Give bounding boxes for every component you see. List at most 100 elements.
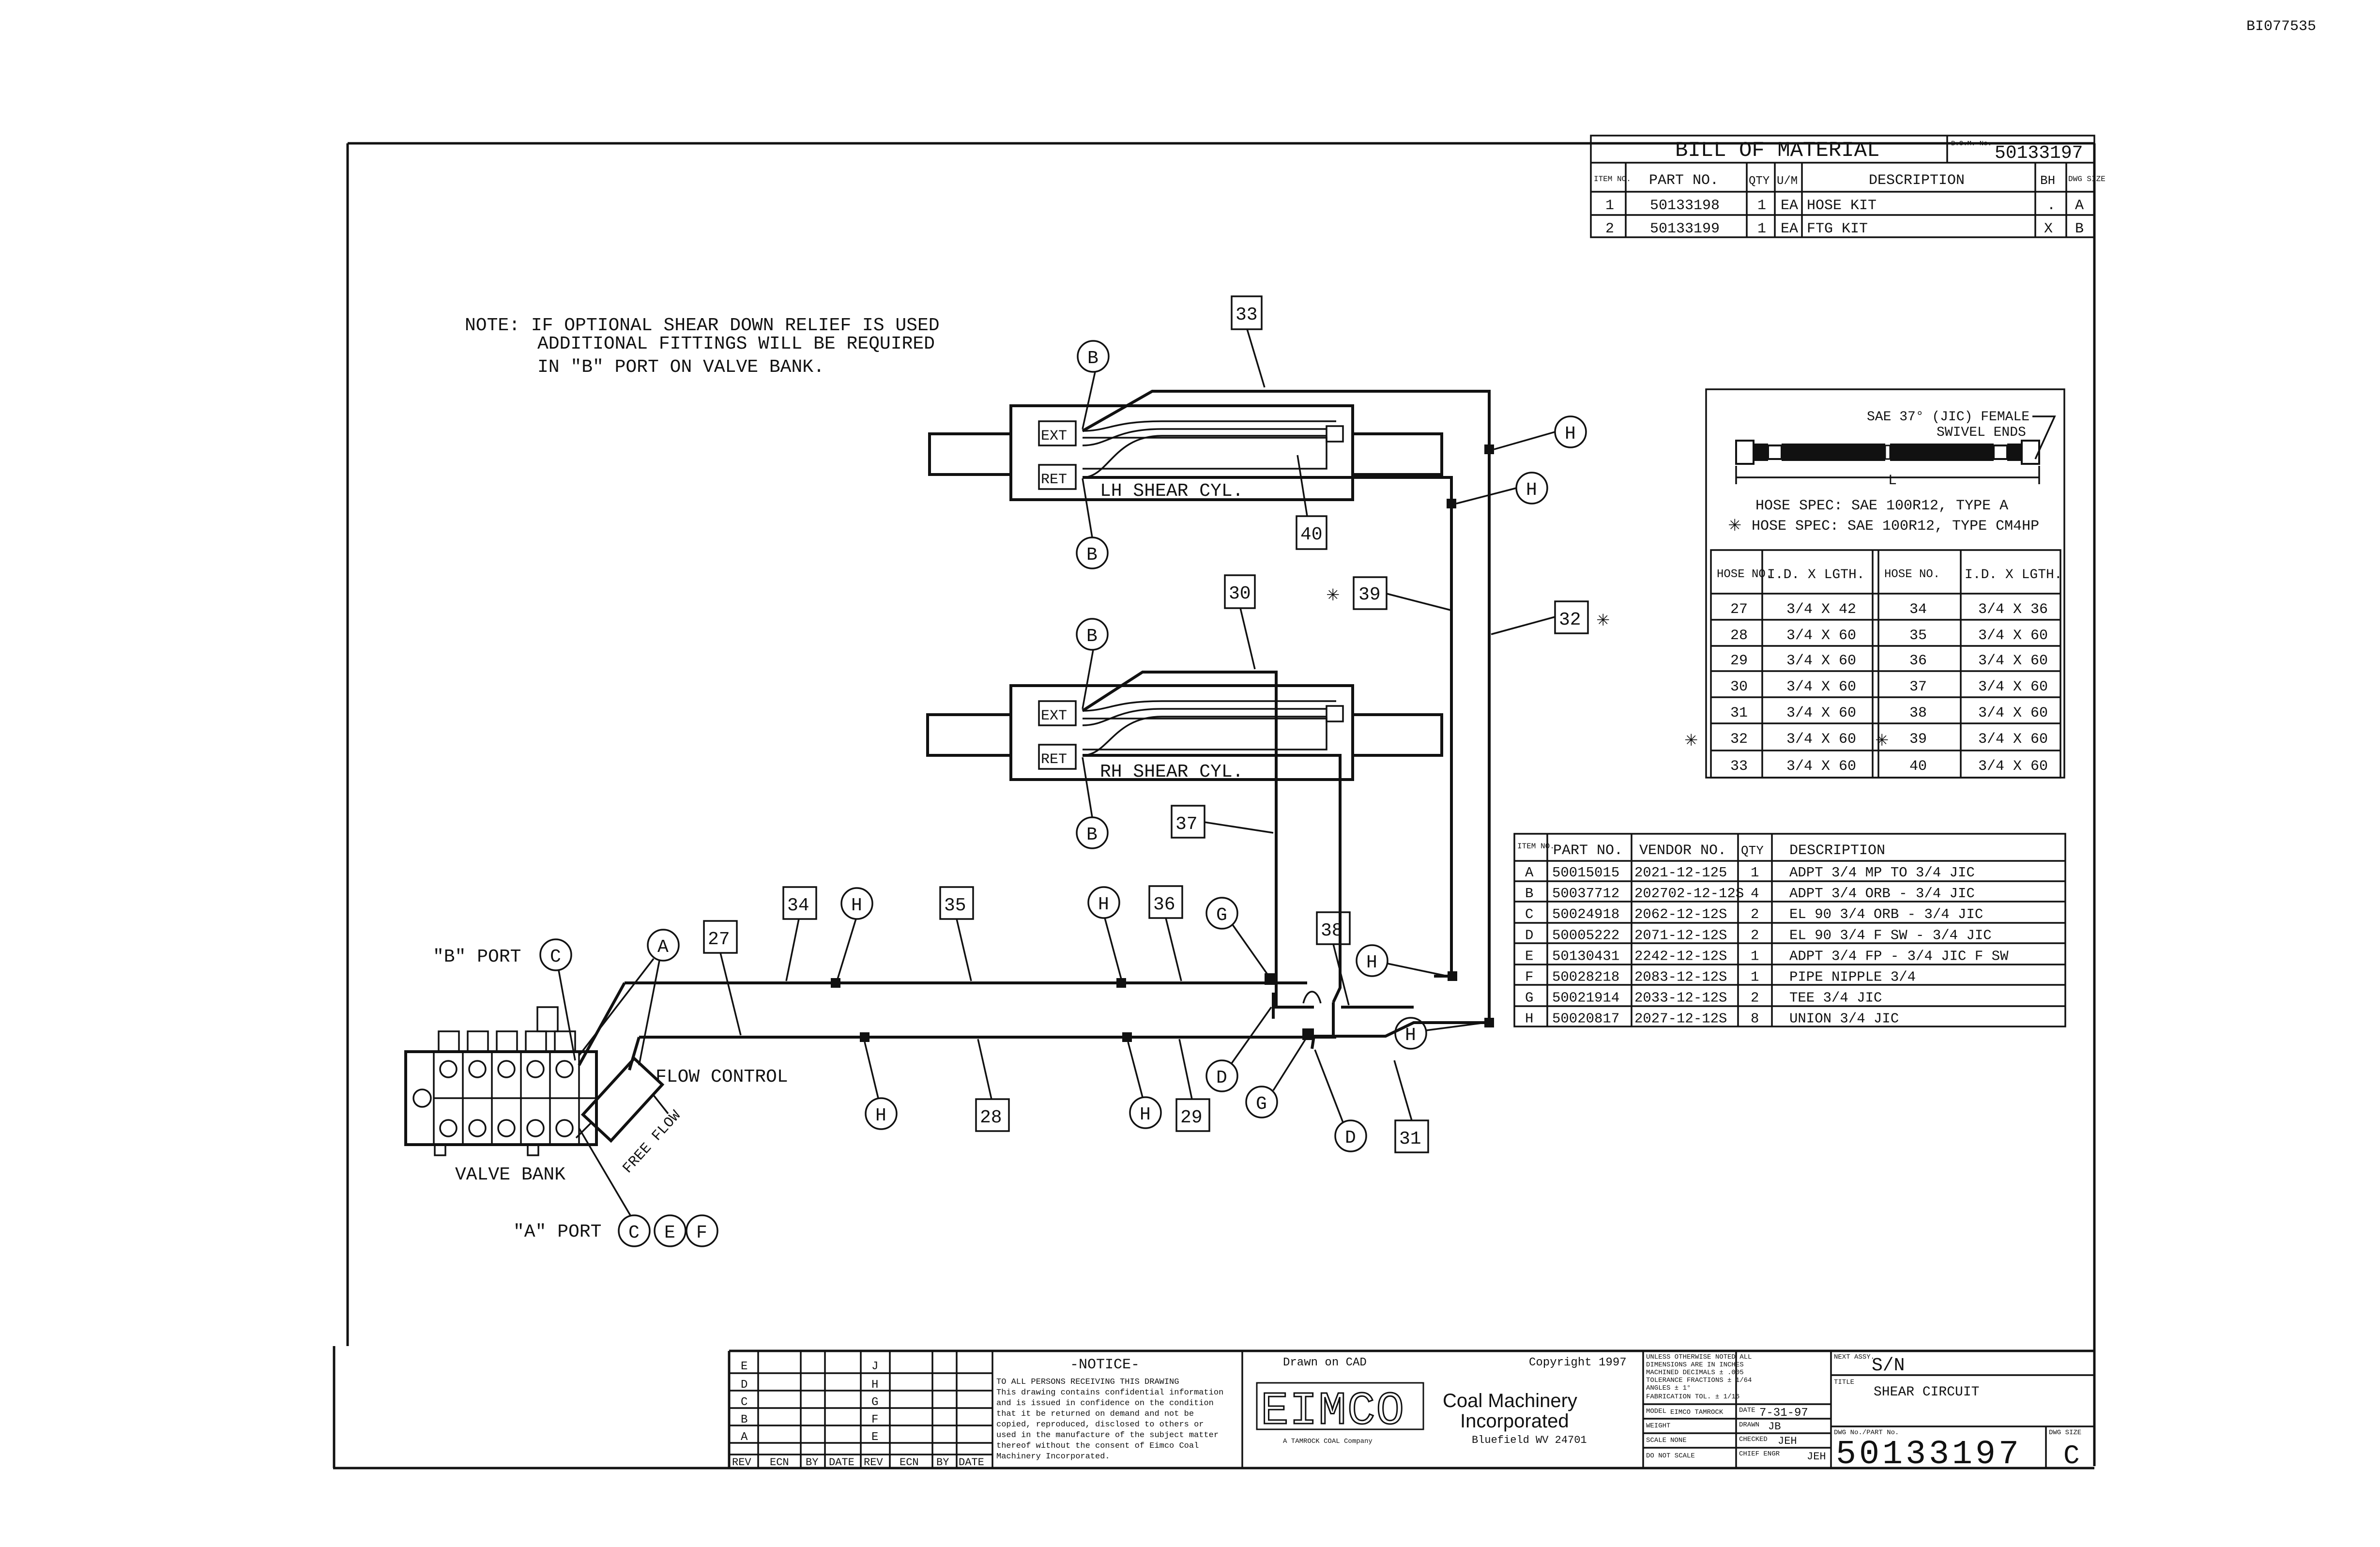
fit-header-part: PART NO. (1553, 842, 1623, 859)
hose-end-label-1: SAE 37° (JIC) FEMALE (1867, 410, 2029, 425)
rev-header: BY (806, 1456, 818, 1469)
svg-text:H: H (851, 895, 862, 916)
hose-cell: 3/4 X 60 (1786, 758, 1856, 775)
company-name-2: Incorporated (1460, 1410, 1569, 1432)
hose-tag: 37 (1171, 805, 1274, 839)
note-block: NOTE: IF OPTIONAL SHEAR DOWN RELIEF IS U… (465, 315, 940, 378)
drawn-label: DRAWN (1739, 1421, 1759, 1429)
note-line-2: ADDITIONAL FITTINGS WILL BE REQUIRED (537, 334, 935, 354)
fitting-cell: 2027-12-12S (1634, 1011, 1727, 1027)
fitting-callout-h: H (837, 887, 873, 980)
fitting-cell: PIPE NIPPLE 3/4 (1789, 969, 1916, 985)
approval-block: UNLESS OTHERWISE NOTED ALL DIMENSIONS AR… (1643, 1351, 1831, 1468)
chief-engr-value: JEH (1807, 1451, 1826, 1463)
hose-lines (625, 390, 1491, 1049)
svg-text:C: C (550, 947, 561, 967)
fitting-callout-b: B (1077, 340, 1110, 429)
document-id: BI077535 (2246, 18, 2316, 35)
hose-spec-2: HOSE SPEC: SAE 100R12, TYPE CM4HP (1752, 518, 2039, 535)
fitting-cell: 2033-12-12S (1634, 990, 1727, 1006)
union-marker (1302, 1028, 1314, 1040)
hose-cell: 34 (1909, 601, 1927, 618)
hose-header-no: HOSE NO. (1717, 568, 1772, 581)
bom-number: 50133197 (1995, 143, 2083, 164)
svg-text:28: 28 (980, 1107, 1002, 1128)
svg-text:C: C (628, 1223, 640, 1243)
hose-tags: 33 40 30 ✳39 32✳ 37 38 34 35 36 27 28 29… (703, 295, 1610, 1153)
fitting-cell: 8 (1751, 1011, 1759, 1027)
fitting-callout-b: B (1076, 618, 1109, 709)
hose-tag: 33 (1231, 295, 1266, 388)
rev-header: BY (936, 1456, 949, 1469)
fitting-callout-h: H (1456, 472, 1548, 505)
flow-control-label: FLOW CONTROL (656, 1067, 788, 1087)
fitting-callout-d: D (1314, 1049, 1367, 1152)
hose-cell: 38 (1909, 705, 1927, 721)
svg-text:G: G (1256, 1094, 1267, 1115)
tolerance-line: TOLERANCE FRACTIONS ± 1/64 (1646, 1377, 1752, 1384)
star-icon: ✳ (1876, 728, 1889, 752)
hose-tag: 35 (939, 886, 974, 981)
svg-text:D: D (1345, 1128, 1356, 1149)
hose-length-label: L (1888, 473, 1897, 489)
bom-cell: 50133199 (1650, 221, 1720, 237)
hose-tag: 38 (1316, 911, 1351, 1006)
svg-text:E: E (664, 1223, 675, 1243)
rev-letter: G (871, 1396, 878, 1409)
rh-cyl-label: RH SHEAR CYL. (1100, 762, 1243, 782)
company-name-1: Coal Machinery (1443, 1390, 1577, 1411)
next-assy-label: NEXT ASSY. (1834, 1353, 1875, 1361)
fitting-cell: 50037712 (1552, 886, 1619, 902)
rev-letter: E (741, 1360, 748, 1373)
tolerance-line: UNLESS OTHERWISE NOTED ALL (1646, 1353, 1752, 1361)
fitting-cell: H (1525, 1011, 1533, 1027)
fitting-cell: B (1525, 886, 1533, 902)
hose-illustration (1735, 440, 2040, 465)
fitting-cell: 50130431 (1552, 948, 1619, 964)
rev-header: DATE (829, 1456, 854, 1469)
company-sub: A TAMROCK COAL Company (1283, 1438, 1373, 1445)
svg-text:35: 35 (944, 895, 966, 916)
hose-cell: 33 (1730, 758, 1748, 775)
title-block: E D C B A J H G F E REV ECN BY DATE REV … (728, 1349, 2094, 1474)
rev-letter: E (871, 1431, 878, 1444)
fitting-cell: 2062-12-12S (1634, 906, 1727, 922)
fitting-cell: ADPT 3/4 FP - 3/4 JIC F SW (1789, 948, 2009, 964)
company-block: Drawn on CAD Copyright 1997 EIMCO Coal M… (1256, 1351, 1644, 1468)
bom-row: 2 50133199 1 EA FTG KIT X B (1605, 221, 2084, 237)
bom-cell: B (2075, 221, 2084, 237)
fit-header-desc: DESCRIPTION (1789, 842, 1885, 859)
bom-header-bh: BH (2040, 173, 2055, 188)
svg-text:H: H (1405, 1025, 1416, 1046)
notice-line: copied, reproduced, disclosed to others … (996, 1420, 1204, 1429)
fitting-cell: 2 (1751, 906, 1759, 922)
svg-text:H: H (1140, 1104, 1151, 1125)
union-marker (1116, 978, 1126, 988)
hose-cell: 39 (1909, 731, 1927, 748)
weight-label: WEIGHT (1646, 1422, 1670, 1430)
fitting-callout-h: H (1394, 1017, 1486, 1050)
fitting-cell: 4 (1751, 886, 1759, 902)
svg-text:B: B (1086, 825, 1098, 845)
do-not-scale: DO NOT SCALE (1646, 1452, 1695, 1460)
union-marker (1447, 499, 1456, 508)
scale-label: SCALE (1646, 1437, 1666, 1444)
fitting-cell: 1 (1751, 969, 1759, 985)
notice-line: used in the manufacture of the subject m… (996, 1431, 1219, 1440)
hose-cell: 3/4 X 60 (1786, 731, 1856, 748)
fitting-callout-c: C (578, 1128, 651, 1247)
union-marker (831, 978, 840, 988)
union-marker (860, 1032, 870, 1042)
lh-ret-label: RET (1041, 472, 1067, 488)
model-label: MODEL (1646, 1408, 1666, 1415)
